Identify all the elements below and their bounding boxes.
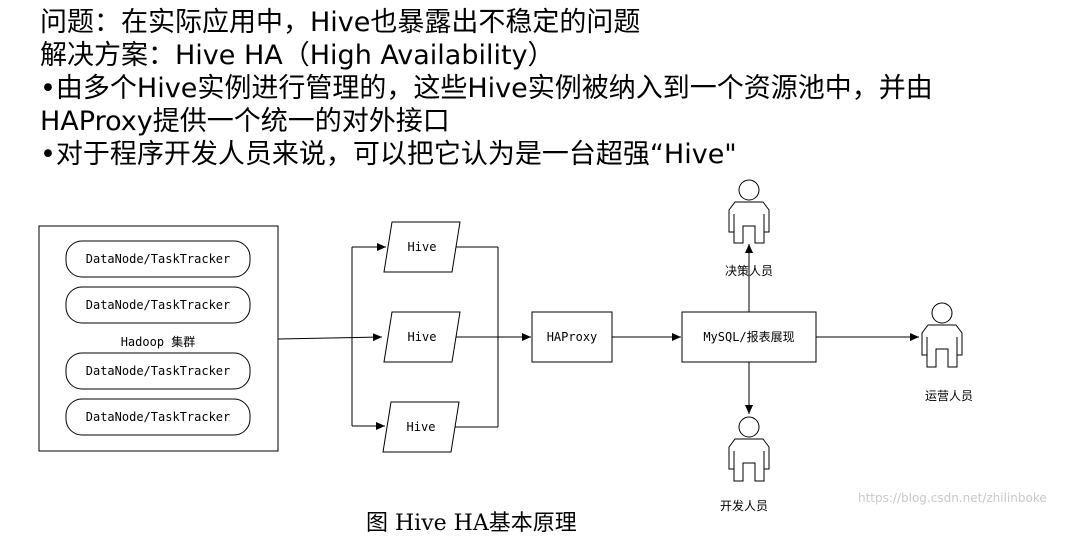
connector-line — [277, 333, 383, 342]
datanode-label: DataNode/TaskTracker — [86, 298, 231, 312]
hive-label: Hive — [408, 240, 437, 254]
hive-node — [383, 221, 461, 273]
bullet-line-2: •对于程序开发人员来说，可以把它认为是一台超强“Hive" — [40, 139, 737, 170]
decision-person-icon — [728, 179, 770, 244]
hive-label: Hive — [408, 330, 437, 344]
datanode-box — [65, 240, 251, 278]
operations-person-icon — [921, 302, 963, 368]
solution-line: 解决方案：Hive HA（High Availability） — [40, 40, 555, 71]
datanode-label: DataNode/TaskTracker — [86, 252, 231, 266]
operations-label: 运营人员 — [925, 389, 973, 403]
mysql-label: MySQL/报表展现 — [703, 329, 794, 344]
problem-line: 问题：在实际应用中，Hive也暴露出不稳定的问题 — [40, 7, 641, 38]
mysql-box — [681, 311, 817, 363]
decision-label: 决策人员 — [725, 264, 773, 278]
haproxy-box — [531, 311, 613, 363]
bullet-line-1-continued: HAProxy提供一个统一的对外接口 — [40, 106, 450, 137]
hive-label: Hive — [407, 420, 436, 434]
hive-ha-diagram: DataNode/TaskTracker DataNode/TaskTracke… — [38, 179, 973, 513]
description-text: 问题：在实际应用中，Hive也暴露出不稳定的问题 解决方案：Hive HA（Hi… — [40, 6, 1060, 171]
haproxy-label: HAProxy — [547, 330, 598, 344]
datanode-label: DataNode/TaskTracker — [86, 410, 231, 424]
datanode-box — [65, 286, 251, 324]
datanode-box — [65, 352, 251, 390]
hive-node — [383, 311, 461, 363]
cluster-label: Hadoop 集群 — [121, 334, 196, 349]
hive-node — [382, 401, 460, 453]
bullet-line-1: •由多个Hive实例进行管理的，这些Hive实例被纳入到一个资源池中，并由 — [40, 73, 933, 104]
developer-person-icon — [728, 416, 770, 482]
datanode-label: DataNode/TaskTracker — [86, 364, 231, 378]
figure-caption: 图 Hive HA基本原理 — [366, 511, 577, 536]
datanode-box — [65, 398, 251, 436]
developer-label: 开发人员 — [720, 498, 768, 513]
watermark: https://blog.csdn.net/zhilinboke — [858, 491, 1047, 505]
